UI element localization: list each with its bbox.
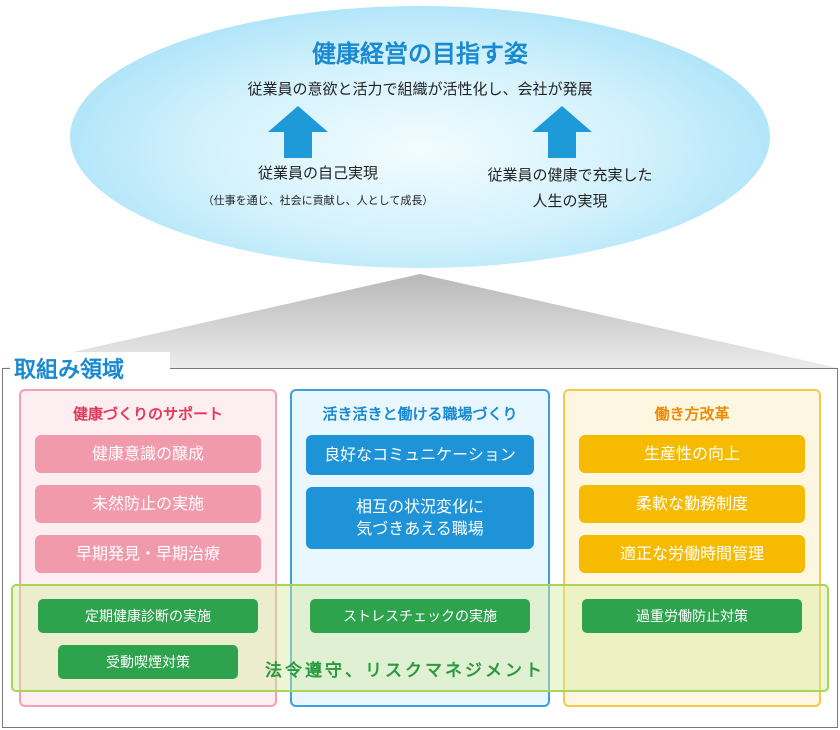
compliance-label: 法令遵守、リスクマネジメント (265, 661, 545, 681)
column-title: 活き活きと働ける職場づくり (322, 405, 518, 423)
self-realization-note: （仕事を通じ、社会に貢献し、人として成長） (202, 194, 434, 207)
healthy-life-line2: 人生の実現 (532, 192, 608, 210)
item-line: 相互の状況変化に (355, 497, 484, 516)
item-health-checkup: 定期健康診断の実施 (38, 599, 258, 633)
item-communication: 良好なコミュニケーション (306, 435, 534, 475)
item-prevention: 未然防止の実施 (35, 485, 261, 523)
item-stress-check: ストレスチェックの実施 (310, 599, 530, 633)
item-flexible-work: 柔軟な勤務制度 (579, 485, 805, 523)
column-workplace: 活き活きと働ける職場づくり 良好なコミュニケーション 相互の状況変化に 気づきあ… (290, 389, 550, 707)
vision-title: 健康経営の目指す姿 (312, 40, 528, 68)
item-mutual-awareness: 相互の状況変化に 気づきあえる職場 (306, 487, 534, 549)
item-overwork-prevention: 過重労働防止対策 (582, 599, 802, 633)
healthy-life-text: 従業員の健康で充実した 人生の実現 (455, 162, 685, 214)
area-title: 取組み領域 (14, 358, 125, 383)
vision-subtitle: 従業員の意欲と活力で組織が活性化し、会社が発展 (247, 80, 593, 98)
up-arrow-icon (268, 106, 328, 158)
area-title-background (10, 352, 170, 382)
column-title: 働き方改革 (654, 405, 730, 423)
self-realization-text: 従業員の自己実現 (257, 164, 378, 182)
item-working-hours: 適正な労働時間管理 (579, 535, 805, 573)
column-work-style-reform: 働き方改革 生産性の向上 柔軟な勤務制度 適正な労働時間管理 (563, 389, 821, 707)
item-passive-smoking: 受動喫煙対策 (58, 645, 238, 679)
item-early-detection: 早期発見・早期治療 (35, 535, 261, 573)
column-title: 健康づくりのサポート (72, 405, 223, 423)
healthy-life-line1: 従業員の健康で充実した (487, 166, 653, 184)
vision-ellipse (70, 6, 770, 268)
item-health-awareness: 健康意識の醸成 (35, 435, 261, 473)
up-arrow-icon (532, 106, 592, 158)
item-line: 気づきあえる職場 (356, 519, 484, 538)
funnel-connector (2, 274, 838, 380)
item-productivity: 生産性の向上 (579, 435, 805, 473)
